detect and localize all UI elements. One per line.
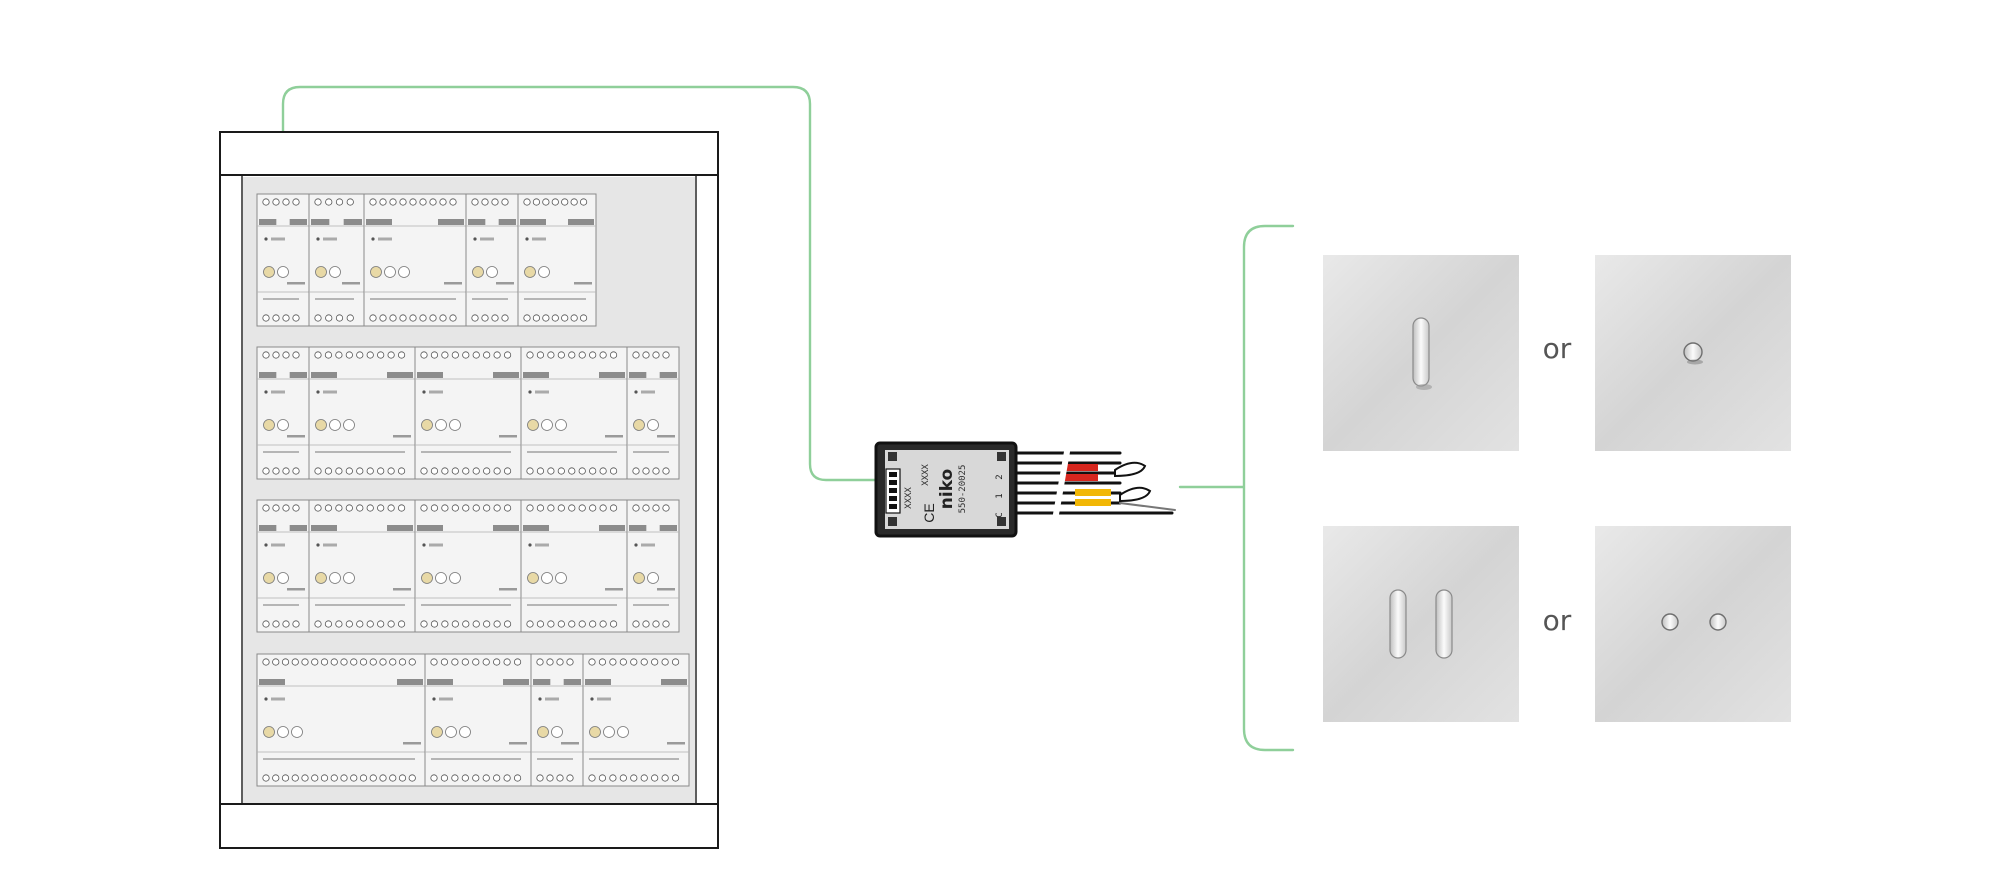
- yellow-wire-sleeve: [1075, 489, 1111, 496]
- din-module-dimmer: [308, 193, 365, 327]
- din-module-dimmer: [520, 346, 628, 480]
- din-module-multi-channel: [308, 499, 416, 633]
- single-push-button-icon: [1595, 255, 1791, 451]
- din-module-switch-module: [582, 653, 690, 787]
- din-module-connected-controller: [256, 193, 310, 327]
- double-rocker-switch-icon: [1323, 526, 1519, 722]
- din-module-ir-interface: [308, 346, 416, 480]
- din-module-motor-controller: [520, 499, 628, 633]
- din-module-dimmer: [465, 193, 519, 327]
- interface-wires: [1008, 443, 1176, 523]
- push-button: [1661, 613, 1679, 631]
- din-module-switch-actuator: [363, 193, 467, 327]
- or-label-bottom: or: [1542, 604, 1572, 637]
- connector-plug: [1119, 486, 1152, 503]
- din-module-dimmer: [626, 346, 680, 480]
- din-module-dimmer: [424, 653, 532, 787]
- red-wire-sleeve: [1062, 474, 1098, 481]
- rocker-shadow: [1416, 384, 1432, 390]
- interface-product-code: 550-20025: [958, 465, 968, 514]
- switch-plate: [1595, 526, 1791, 722]
- din-module-module: [414, 346, 522, 480]
- wire-tip: [1119, 502, 1176, 511]
- din-module-dimmer: [414, 499, 522, 633]
- din-module-light: [626, 499, 680, 633]
- connector-lines: [281, 85, 1295, 752]
- interface-brand-logo: niko: [937, 469, 957, 509]
- mounting-hole: [888, 517, 897, 526]
- push-button: [1683, 342, 1703, 362]
- rocker-lever: [1435, 589, 1453, 659]
- or-label-top: or: [1542, 332, 1572, 365]
- interface-label-area: [885, 450, 1009, 529]
- interface-pin-label: 2: [995, 474, 1005, 479]
- switch-options: [1323, 255, 1791, 722]
- din-module-dimmer: [530, 653, 584, 787]
- interface-pin-label: 1: [995, 493, 1005, 498]
- mounting-hole: [997, 517, 1006, 526]
- red-wire-sleeve: [1062, 464, 1098, 471]
- niko-interface: niko 550-20025 XXXX XXXX CE C 1 2: [874, 441, 1176, 538]
- double-push-button-icon: [1595, 526, 1791, 722]
- rocker-lever: [1389, 589, 1407, 659]
- mounting-hole: [997, 452, 1006, 461]
- switch-plate: [1323, 526, 1519, 722]
- ce-mark: CE: [921, 503, 937, 522]
- rocker-lever: [1412, 317, 1430, 387]
- interface-mark-left: XXXX: [904, 487, 914, 509]
- mounting-hole: [888, 452, 897, 461]
- din-module-power-supply: [517, 193, 597, 327]
- din-module-switch-actuator: [256, 499, 310, 633]
- din-module-connected-controller: [256, 653, 426, 787]
- wire-break-mark: [1052, 443, 1071, 523]
- cabinet-to-interface-line: [281, 85, 878, 482]
- interface-terminal-block: [885, 468, 901, 514]
- interface-mark-right: XXXX: [921, 464, 931, 486]
- push-button-shadow: [1687, 359, 1703, 365]
- connector-plug: [1114, 461, 1147, 478]
- push-button: [1709, 613, 1727, 631]
- din-module-controller: [256, 346, 310, 480]
- switch-bracket-line: [1242, 224, 1295, 752]
- electrical-cabinet: [219, 131, 719, 849]
- din-rail-modules: [256, 193, 690, 787]
- interface-pin-label: C: [995, 512, 1005, 517]
- single-rocker-switch-icon: [1323, 255, 1519, 451]
- yellow-wire-sleeve: [1075, 499, 1111, 506]
